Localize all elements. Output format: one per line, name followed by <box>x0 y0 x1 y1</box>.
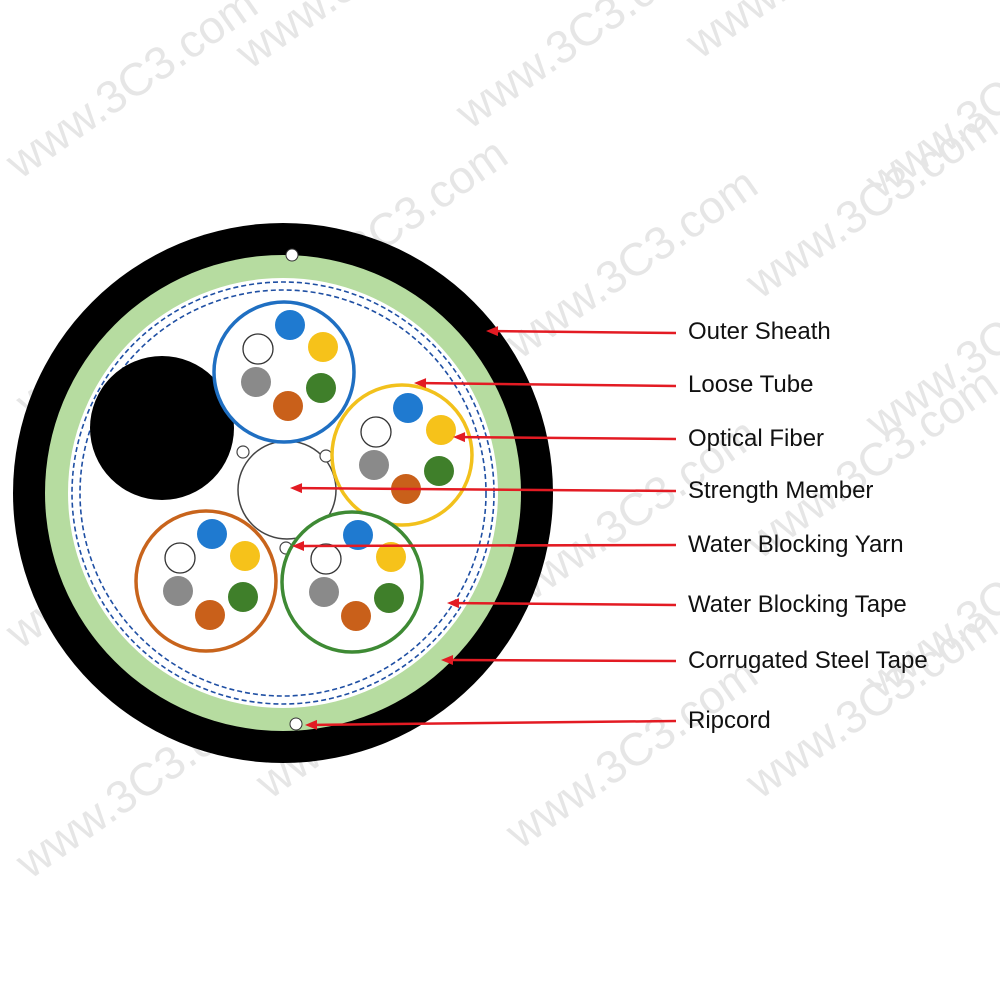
optical-fiber-orange <box>195 600 225 630</box>
ripcord-top <box>285 248 299 262</box>
loose-tube-blue <box>212 300 356 444</box>
arrow-loose-tube <box>414 378 677 389</box>
optical-fiber-white <box>164 542 196 574</box>
arrow-line <box>303 543 677 548</box>
arrow-ripcord <box>305 719 677 730</box>
loose-tube-yellow <box>330 383 474 527</box>
label-strength-member: Strength Member <box>688 477 873 504</box>
arrow-water-blocking-yarn <box>292 540 677 551</box>
optical-fiber-yellow <box>230 541 260 571</box>
arrow-head <box>414 378 427 389</box>
water-blocking-yarn <box>236 445 250 459</box>
optical-fiber-orange <box>341 601 371 631</box>
loose-tube-green <box>280 510 424 654</box>
arrow-corrugated-steel-tape <box>441 655 677 666</box>
arrow-line <box>425 381 677 388</box>
optical-fiber-gray <box>309 577 339 607</box>
arrow-line <box>464 435 677 441</box>
filler-rod <box>90 356 234 500</box>
label-outer-sheath: Outer Sheath <box>688 318 831 345</box>
optical-fiber-yellow <box>426 415 456 445</box>
arrow-line <box>497 329 677 335</box>
optical-fiber-white <box>242 333 274 365</box>
arrow-head <box>290 483 303 494</box>
label-water-blocking-tape: Water Blocking Tape <box>688 591 907 618</box>
watermark-text: www.3C3.com <box>225 0 496 79</box>
water-blocking-tape-inner <box>79 289 487 697</box>
label-ripcord: Ripcord <box>688 707 771 734</box>
arrow-strength-member <box>290 483 677 494</box>
arrow-line <box>301 486 677 493</box>
arrow-line <box>452 658 677 663</box>
optical-fiber-blue <box>275 310 305 340</box>
arrow-head <box>486 326 499 337</box>
arrow-line <box>458 601 677 607</box>
optical-fiber-yellow <box>376 542 406 572</box>
optical-fiber-blue <box>393 393 423 423</box>
water-blocking-yarn <box>319 449 333 463</box>
optical-fiber-blue <box>197 519 227 549</box>
arrow-head <box>447 598 460 609</box>
arrow-outer-sheath <box>486 326 677 337</box>
arrow-head <box>453 432 466 443</box>
optical-fiber-white <box>360 416 392 448</box>
label-water-blocking-yarn: Water Blocking Yarn <box>688 531 904 558</box>
label-loose-tube: Loose Tube <box>688 371 813 398</box>
water-blocking-tape-outer <box>71 281 495 705</box>
arrow-head <box>305 719 318 730</box>
optical-fiber-gray <box>359 450 389 480</box>
optical-fiber-green <box>228 582 258 612</box>
arrow-head <box>292 540 305 551</box>
watermark-text: www.3C3.com <box>855 0 1000 209</box>
optical-fiber-green <box>374 583 404 613</box>
loose-tube-group <box>134 300 474 654</box>
optical-fiber-orange <box>273 391 303 421</box>
watermark-text: www.3C3.com <box>675 0 946 69</box>
arrow-optical-fiber <box>453 432 677 443</box>
optical-fiber-yellow <box>308 332 338 362</box>
arrow-water-blocking-tape <box>447 598 677 609</box>
label-corrugated-steel-tape: Corrugated Steel Tape <box>688 647 928 674</box>
optical-fiber-gray <box>163 576 193 606</box>
arrow-line <box>316 719 677 727</box>
label-optical-fiber: Optical Fiber <box>688 425 824 452</box>
watermark-text: www.3C3.com <box>445 0 716 139</box>
optical-fiber-green <box>306 373 336 403</box>
ripcord-bottom <box>289 717 303 731</box>
optical-fiber-gray <box>241 367 271 397</box>
optical-fiber-blue <box>343 520 373 550</box>
arrow-head <box>441 655 454 666</box>
optical-fiber-white <box>310 543 342 575</box>
arrow-group <box>290 326 677 730</box>
loose-tube-orange <box>134 509 278 653</box>
watermark-text: www.3C3.com <box>495 647 766 859</box>
watermark-text: www.3C3.com <box>0 0 267 189</box>
optical-fiber-green <box>424 456 454 486</box>
